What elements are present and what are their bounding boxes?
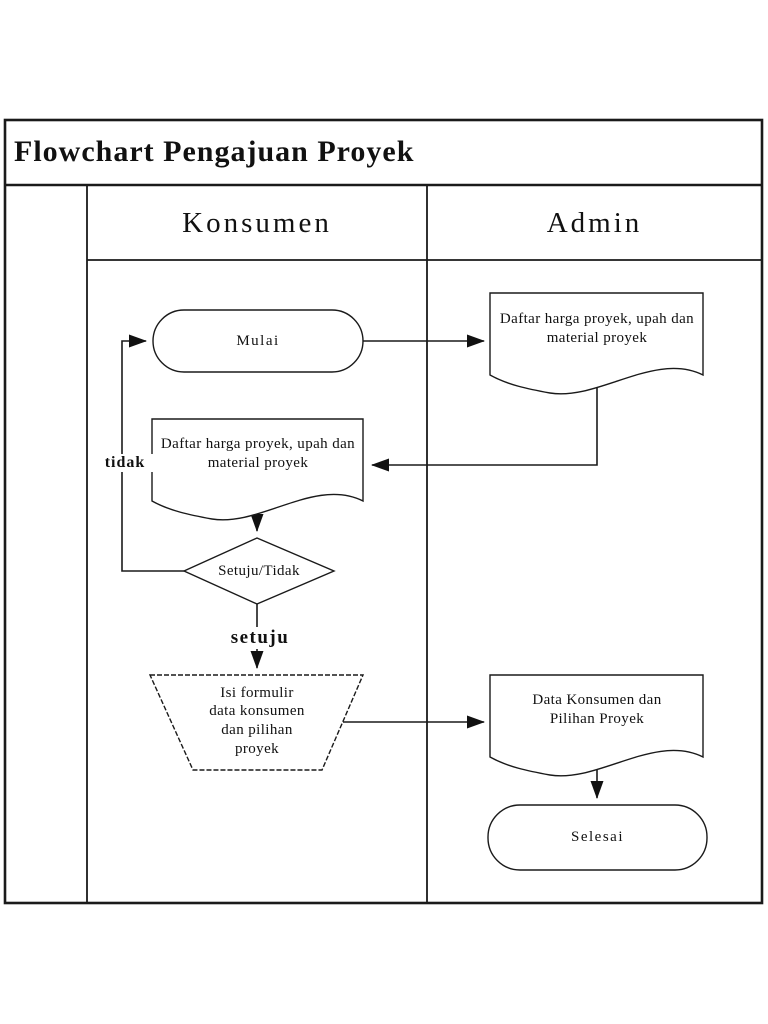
node-daftar-admin-label: Daftar harga proyek, upah dan material p… [499, 311, 695, 346]
lane-header-admin: Admin [546, 206, 643, 239]
node-daftar-konsumen-shape [151, 418, 364, 521]
lane-header-konsumen: Konsumen [182, 206, 332, 239]
node-formulir-shape [148, 674, 365, 771]
node-mulai-label: Mulai [236, 332, 280, 349]
node-daftar-konsumen-label: Daftar harga proyek, upah dan material p… [160, 436, 356, 471]
page-title: Flowchart Pengajuan Proyek [14, 135, 415, 168]
table-outer-border [3, 118, 764, 905]
edge-daftar-admin-to-daftar-konsumen [371, 378, 598, 472]
node-selesai-label: Selesai [571, 829, 624, 846]
node-data-konsumen-shape [489, 674, 704, 777]
node-mulai-shape [152, 309, 364, 373]
edge-label-tidak: tidak [94, 454, 156, 472]
node-decision-label: Setuju/Tidak [218, 562, 300, 579]
edge-label-setuju: setuju [215, 627, 305, 649]
node-daftar-admin-shape [489, 292, 704, 395]
node-data-konsumen-label: Data Konsumen dan Pilihan Proyek [532, 692, 662, 727]
node-formulir-label: Isi formulir data konsumen dan pilihan p… [209, 684, 305, 757]
node-selesai-shape [487, 804, 708, 871]
node-decision-shape [182, 537, 336, 605]
